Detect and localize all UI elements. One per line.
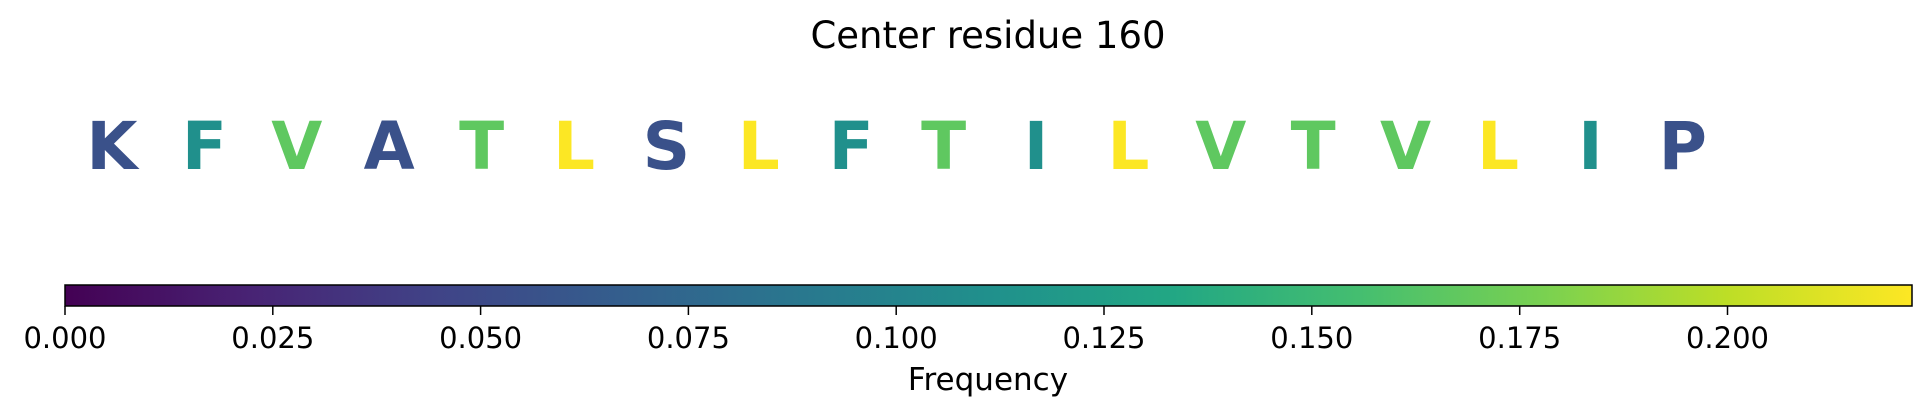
- residue-6: L: [553, 108, 595, 185]
- chart-title: Center residue 160: [810, 14, 1165, 57]
- residue-9: F: [829, 108, 874, 185]
- residue-12: L: [1107, 108, 1149, 185]
- residue-7: S: [643, 108, 691, 185]
- colorbar-gradient: [64, 284, 1913, 307]
- residue-10: T: [921, 108, 966, 185]
- colorbar-label: Frequency: [908, 362, 1068, 398]
- residue-5: T: [459, 108, 504, 185]
- colorbar-tick-label-2: 0.050: [439, 321, 522, 355]
- residue-3: V: [271, 108, 322, 185]
- residue-13: V: [1195, 108, 1246, 185]
- residue-8: L: [738, 108, 780, 185]
- residue-15: V: [1380, 108, 1431, 185]
- colorbar-tick-label-7: 0.175: [1478, 321, 1561, 355]
- colorbar-tick-label-5: 0.125: [1062, 321, 1145, 355]
- residue-16: L: [1477, 108, 1519, 185]
- residue-4: A: [364, 108, 415, 185]
- colorbar: 0.000 0.025 0.050 0.075 0.100 0.125 0.150 0.175…: [23, 284, 1913, 398]
- colorbar-tick-label-0: 0.000: [23, 321, 106, 355]
- residue-11: I: [1024, 108, 1049, 185]
- residue-1: K: [86, 108, 140, 185]
- residue-2: F: [182, 108, 227, 185]
- colorbar-tick-label-8: 0.200: [1686, 321, 1769, 355]
- colorbar-ticks: 0.000 0.025 0.050 0.075 0.100 0.125 0.150 0.175…: [23, 306, 1769, 355]
- colorbar-tick-label-1: 0.025: [231, 321, 314, 355]
- residue-17: I: [1578, 108, 1603, 185]
- colorbar-tick-label-3: 0.075: [647, 321, 730, 355]
- colorbar-tick-label-4: 0.100: [855, 321, 938, 355]
- residue-14: T: [1291, 108, 1336, 185]
- colorbar-tick-label-6: 0.150: [1270, 321, 1353, 355]
- residue-18: P: [1659, 108, 1707, 185]
